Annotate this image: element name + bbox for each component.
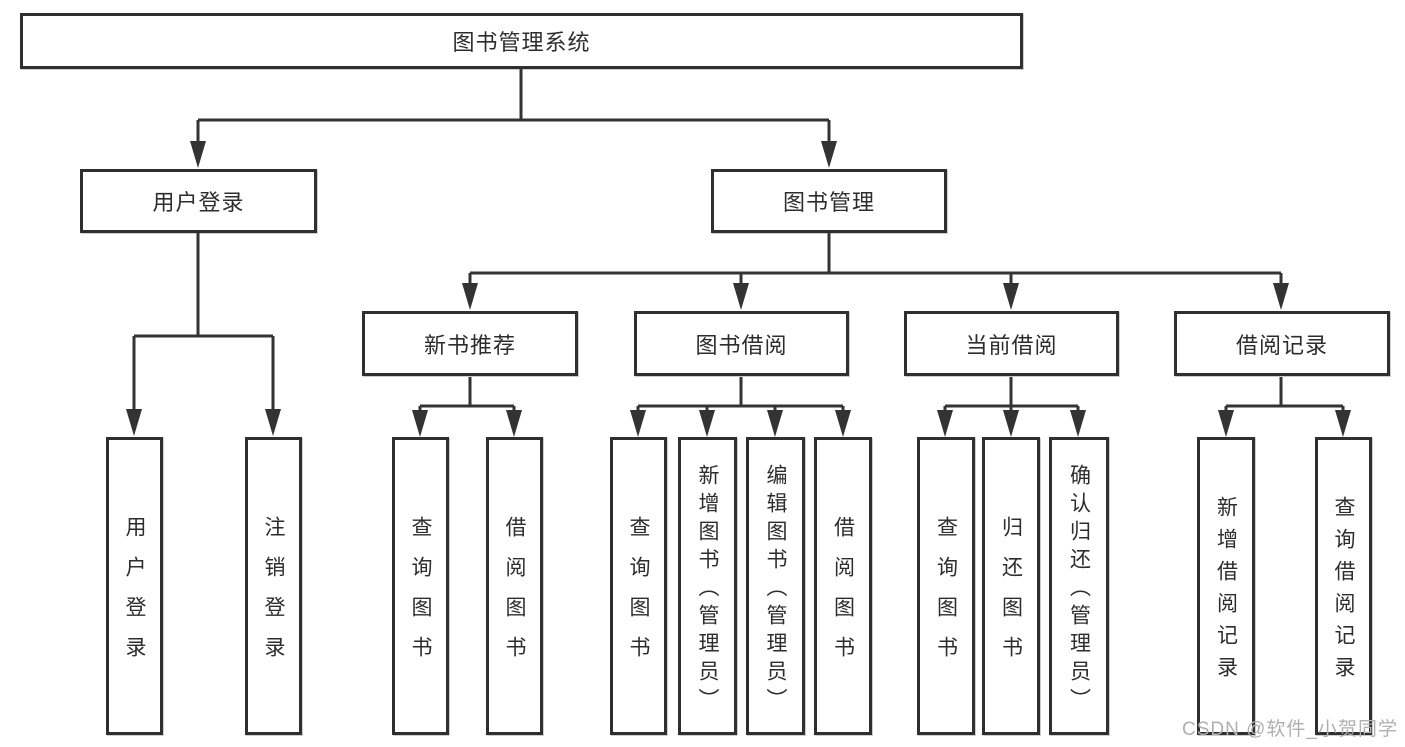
node-borrow-records: 借阅记录 <box>1174 311 1390 376</box>
arrowhead <box>699 410 715 437</box>
arrowhead <box>265 409 281 436</box>
leaf-add-borrow-record: 新增借阅记录 <box>1197 437 1255 735</box>
arrowhead <box>835 410 851 437</box>
arrowhead <box>937 410 953 437</box>
leaf-query-borrow-record: 查询借阅记录 <box>1315 437 1372 735</box>
connector-line <box>468 233 1283 286</box>
arrowhead <box>1218 410 1234 437</box>
node-label: 查询图书 <box>627 515 650 676</box>
node-new-book-recommend: 新书推荐 <box>362 311 578 376</box>
arrowhead <box>126 409 142 436</box>
node-book-borrow: 图书借阅 <box>634 311 849 376</box>
leaf-confirm-return-admin: 确认归还（管理员） <box>1049 437 1109 735</box>
csdn-watermark: CSDN @软件_小贺同学 <box>1182 719 1398 740</box>
arrowhead <box>412 410 428 437</box>
connector-borrow-to-children <box>630 377 851 437</box>
node-label: 编辑图书（管理员） <box>764 463 787 716</box>
arrowhead <box>1003 283 1019 310</box>
leaf-query-book-2: 查询图书 <box>610 437 667 735</box>
node-label: 用户登录 <box>123 515 146 676</box>
node-label: 查询图书 <box>409 515 432 676</box>
node-label: 新书推荐 <box>423 332 516 358</box>
connector-bookmgmt-to-level3 <box>462 233 1289 310</box>
arrowhead <box>1003 410 1019 437</box>
connector-line <box>943 377 1080 412</box>
arrowhead <box>1070 410 1086 437</box>
node-label: 新增图书（管理员） <box>696 463 719 716</box>
node-user-login: 用户登录 <box>80 169 317 233</box>
connector-records-to-children <box>1218 377 1351 437</box>
node-label: 用户登录 <box>152 190 245 215</box>
arrowhead <box>630 410 646 437</box>
node-label: 归还图书 <box>999 515 1023 676</box>
connector-line <box>418 377 516 412</box>
connector-recommend-to-children <box>412 377 522 437</box>
node-root-system: 图书管理系统 <box>20 13 1023 69</box>
arrowhead <box>1273 283 1289 310</box>
arrowhead <box>767 410 783 437</box>
connector-login-to-children <box>126 232 281 436</box>
node-label: 新增借阅记录 <box>1214 495 1238 688</box>
leaf-query-book-3: 查询图书 <box>917 437 975 735</box>
node-label: 图书管理系统 <box>452 30 591 55</box>
node-label: 注销登录 <box>262 515 285 676</box>
leaf-borrow-book-2: 借阅图书 <box>814 437 872 735</box>
arrowhead <box>1335 410 1351 437</box>
node-label: 图书管理 <box>782 190 875 215</box>
connector-root-to-level2 <box>190 69 837 168</box>
node-book-management: 图书管理 <box>711 169 947 233</box>
leaf-edit-book-admin: 编辑图书（管理员） <box>746 437 805 735</box>
connector-line <box>132 232 275 412</box>
leaf-borrow-book-1: 借阅图书 <box>486 437 543 735</box>
leaf-user-login: 用户登录 <box>106 437 163 735</box>
leaf-return-book: 归还图书 <box>982 437 1040 735</box>
arrowhead <box>506 410 522 437</box>
connector-line <box>636 377 845 412</box>
node-label: 图书借阅 <box>695 332 788 358</box>
leaf-add-book-admin: 新增图书（管理员） <box>678 437 737 735</box>
node-label: 查询借阅记录 <box>1332 495 1355 688</box>
node-label: 借阅图书 <box>831 515 855 676</box>
node-label: 当前借阅 <box>965 332 1058 358</box>
connector-current-to-children <box>937 377 1086 437</box>
node-label: 借阅图书 <box>503 515 526 676</box>
arrowhead <box>190 141 206 168</box>
leaf-logout: 注销登录 <box>245 437 302 735</box>
node-label: 确认归还（管理员） <box>1067 463 1091 716</box>
arrowhead <box>821 141 837 168</box>
arrowhead <box>462 283 478 310</box>
node-current-borrow: 当前借阅 <box>904 311 1119 376</box>
node-label: 查询图书 <box>934 515 958 676</box>
leaf-query-book-1: 查询图书 <box>392 437 449 735</box>
node-label: 借阅记录 <box>1235 332 1328 358</box>
connector-line <box>196 69 831 144</box>
connector-line <box>1224 377 1345 412</box>
arrowhead <box>733 283 749 310</box>
